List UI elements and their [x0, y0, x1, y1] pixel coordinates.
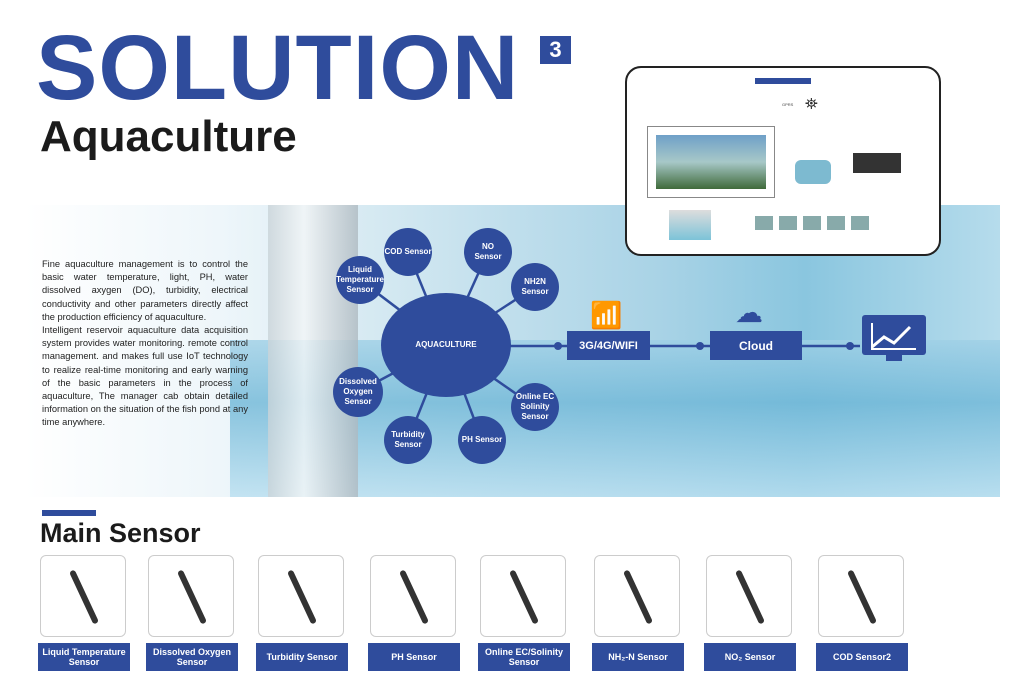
water-surface: [230, 340, 1000, 497]
sensor-label: COD Sensor2: [816, 643, 908, 671]
greenhouse-frame: [647, 126, 775, 198]
node-ph: PH Sensor: [458, 416, 506, 464]
sensor-image-6: [706, 555, 792, 637]
sensor-label: NH₂-N Sensor: [592, 643, 684, 671]
description: Fine aquaculture management is to contro…: [42, 258, 248, 430]
main-sensor-title: Main Sensor: [40, 518, 201, 548]
wifi-icon: 📶: [590, 300, 623, 330]
sensor-probe-photo: [268, 205, 358, 497]
page-title: SOLUTION: [36, 17, 520, 119]
sensor-image-0: [40, 555, 126, 637]
pool-photo: [669, 210, 711, 240]
network-box: 3G/4G/WIFI: [567, 331, 650, 360]
node-nh2n: NH2N Sensor: [511, 263, 559, 311]
system-diagram-inset: GPRS ⛯: [625, 66, 941, 256]
sensor-label: Online EC/Solinity Sensor: [478, 643, 570, 671]
sensor-image-3: [370, 555, 456, 637]
sensor-image-2: [258, 555, 344, 637]
node-no: NO Sensor: [464, 228, 512, 276]
devices-image: [853, 153, 901, 173]
sensor-image-7: [818, 555, 904, 637]
hub-aquaculture: AQUACULTURE: [381, 293, 511, 397]
solution-number: 3: [540, 36, 571, 64]
equipment-images: [755, 216, 875, 230]
sensor-image-4: [480, 555, 566, 637]
node-liquid-temp: Liquid Temperature Sensor: [336, 256, 384, 304]
sensor-label: PH Sensor: [368, 643, 460, 671]
inset-gprs-label: GPRS: [782, 102, 794, 107]
inset-bar: [755, 78, 811, 84]
sensor-label: Dissolved Oxygen Sensor: [146, 643, 238, 671]
node-cod: COD Sensor: [384, 228, 432, 276]
node-online-ec: Online EC Solinity Sensor: [511, 383, 559, 431]
cloud-upload-icon: ☁: [735, 297, 763, 328]
cloud-box: Cloud: [710, 331, 802, 360]
description-p1: Fine aquaculture management is to contro…: [42, 259, 248, 322]
node-turbidity: Turbidity Sensor: [384, 416, 432, 464]
sensor-label: Liquid Temperature Sensor: [38, 643, 130, 671]
sensor-label: NO₂ Sensor: [704, 643, 796, 671]
tower-icon: ⛯: [805, 96, 818, 113]
sensor-image-5: [594, 555, 680, 637]
description-p2: Intelligent reservoir aquaculture data a…: [42, 325, 248, 428]
sensor-image-1: [148, 555, 234, 637]
cloud-platform: [795, 160, 831, 184]
monitor-chart-icon: [862, 315, 926, 361]
main-sensor-bar: [42, 510, 96, 516]
node-dissolved-oxygen: Dissolved Oxygen Sensor: [333, 367, 383, 417]
page-subtitle: Aquaculture: [40, 112, 297, 161]
sensor-label: Turbidity Sensor: [256, 643, 348, 671]
